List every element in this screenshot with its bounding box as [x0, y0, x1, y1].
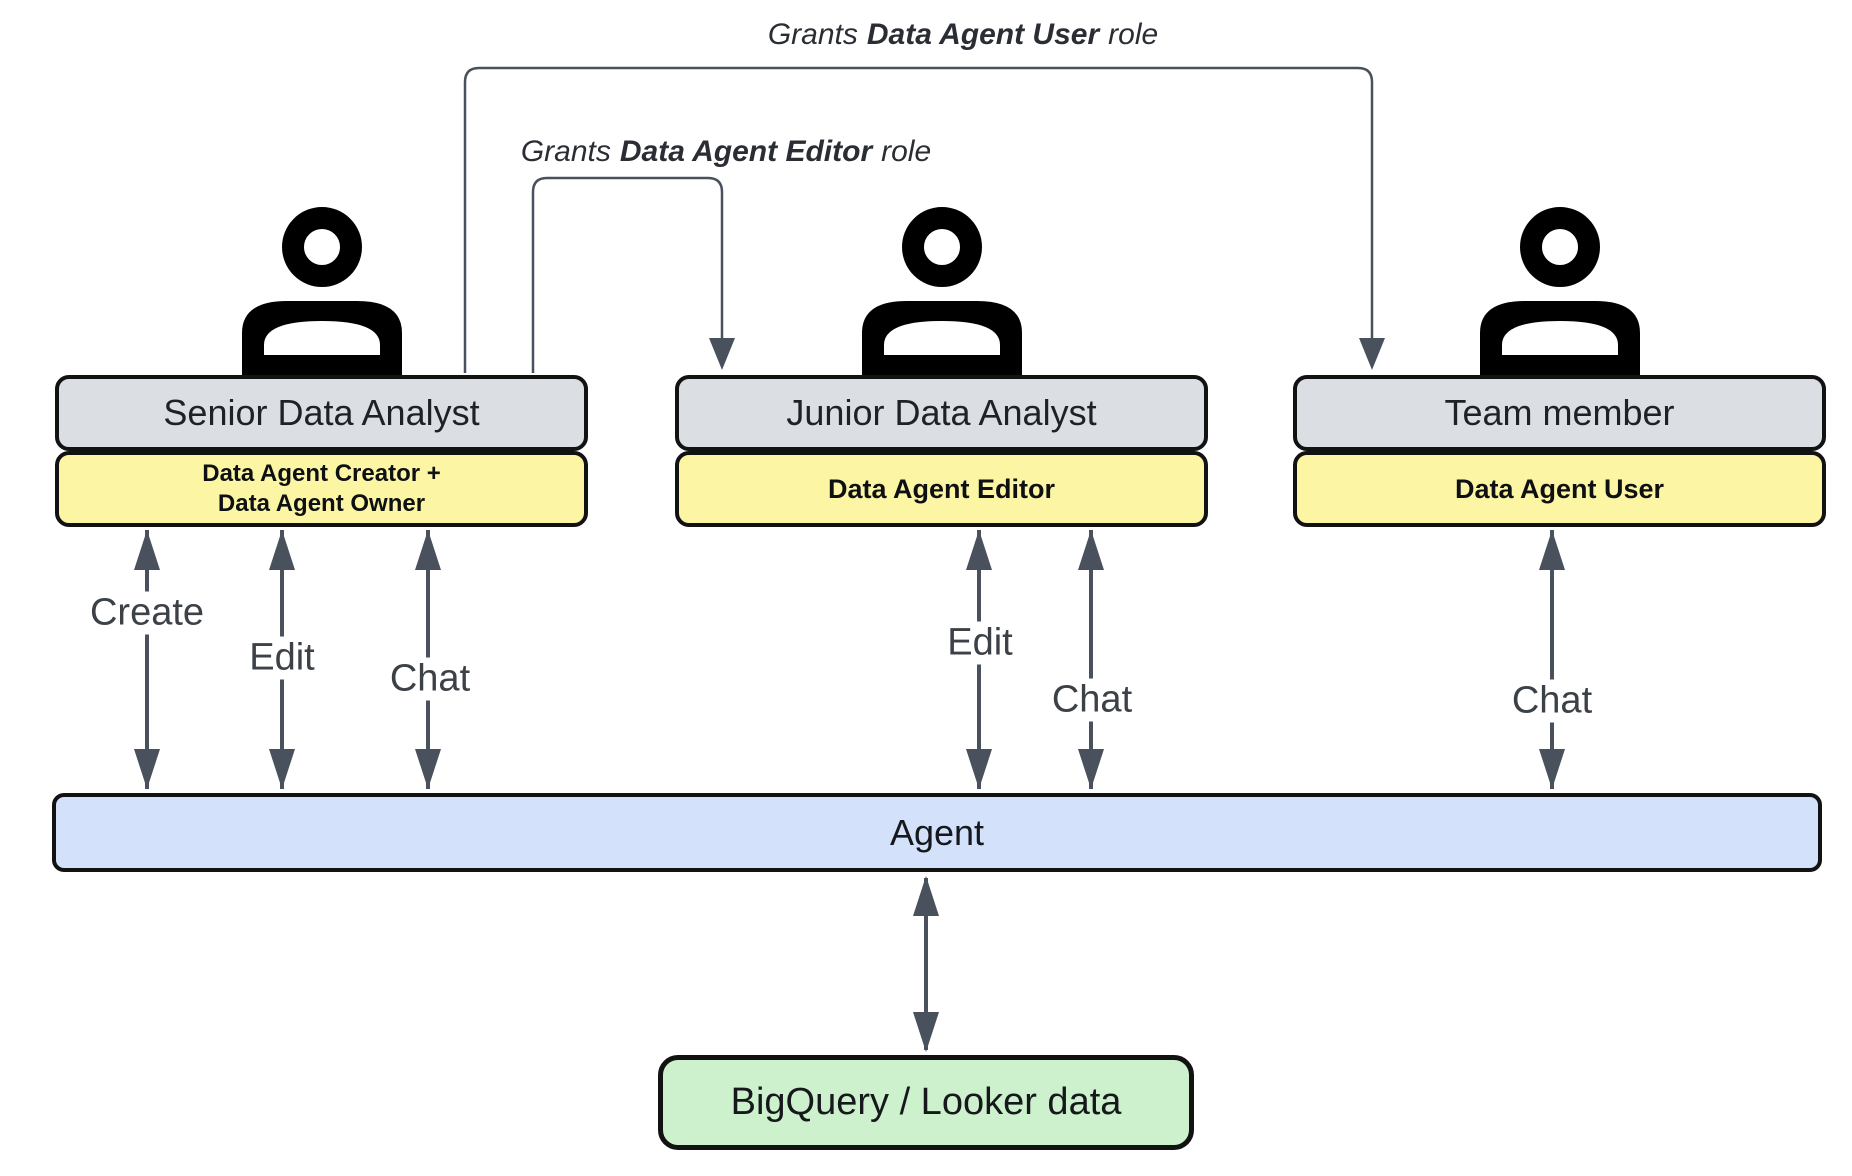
- chat-junior-arrowhead-down: [1078, 749, 1104, 789]
- chat-label-junior: Chat: [1042, 678, 1142, 722]
- chat-junior-arrowhead-up: [1078, 530, 1104, 570]
- grant-editor-label: Grants Data Agent Editor role: [514, 135, 938, 169]
- action-arrowheads: [134, 530, 1565, 1052]
- grant-user-label-suffix: role: [1108, 18, 1159, 51]
- person-icon-senior: [242, 207, 402, 375]
- edit-junior-arrowhead-down: [966, 749, 992, 789]
- team-member-title-box: Team member: [1293, 375, 1826, 451]
- agent-bar: Agent: [52, 793, 1822, 872]
- edit-label-senior: Edit: [240, 636, 324, 680]
- grant-editor-arrowhead: [709, 338, 735, 370]
- edit-senior-arrowhead-up: [269, 530, 295, 570]
- create-label-senior: Create: [80, 591, 214, 635]
- grant-user-arrowhead: [1359, 338, 1385, 370]
- edit-senior-arrowhead-down: [269, 749, 295, 789]
- chat-team-arrowhead-up: [1539, 530, 1565, 570]
- senior-role-line-2: Data Agent Owner: [217, 490, 426, 517]
- chat-senior-arrowhead-up: [415, 530, 441, 570]
- create-arrowhead-down: [134, 749, 160, 789]
- grant-user-label-role: Data Agent User: [866, 18, 1100, 51]
- junior-analyst-title-box: Junior Data Analyst: [675, 375, 1208, 451]
- edit-label-junior: Edit: [938, 621, 1022, 665]
- chat-team-arrowhead-down: [1539, 749, 1565, 789]
- chat-senior-arrowhead-down: [415, 749, 441, 789]
- person-icon-team: [1480, 207, 1640, 375]
- agent-data-arrowhead-down: [913, 1012, 939, 1052]
- grant-arrowheads: [709, 338, 1385, 370]
- grant-editor-label-role: Data Agent Editor: [619, 135, 873, 168]
- create-arrowhead-up: [134, 530, 160, 570]
- action-arrows: [145, 530, 1554, 1050]
- grant-connectors: [463, 66, 1374, 373]
- grant-user-label: Grants Data Agent User role: [761, 18, 1165, 52]
- grant-editor-label-suffix: role: [881, 135, 932, 168]
- person-icon-junior: [862, 207, 1022, 375]
- grant-editor-label-prefix: Grants: [520, 135, 611, 168]
- grant-user-connector-line: [463, 66, 1374, 373]
- team-member-role-box: Data Agent User: [1293, 451, 1826, 527]
- senior-role-line-1: Data Agent Creator +: [202, 460, 441, 487]
- senior-analyst-role-box: Data Agent Creator + Data Agent Owner: [55, 451, 588, 527]
- junior-analyst-role-box: Data Agent Editor: [675, 451, 1208, 527]
- bigquery-looker-data-box: BigQuery / Looker data: [658, 1055, 1194, 1150]
- senior-analyst-title-box: Senior Data Analyst: [55, 375, 588, 451]
- edit-junior-arrowhead-up: [966, 530, 992, 570]
- chat-label-team: Chat: [1502, 679, 1602, 723]
- grant-editor-connector-line: [531, 176, 724, 373]
- agent-data-arrowhead-up: [913, 876, 939, 916]
- chat-label-senior: Chat: [380, 657, 480, 701]
- grant-user-label-prefix: Grants: [767, 18, 858, 51]
